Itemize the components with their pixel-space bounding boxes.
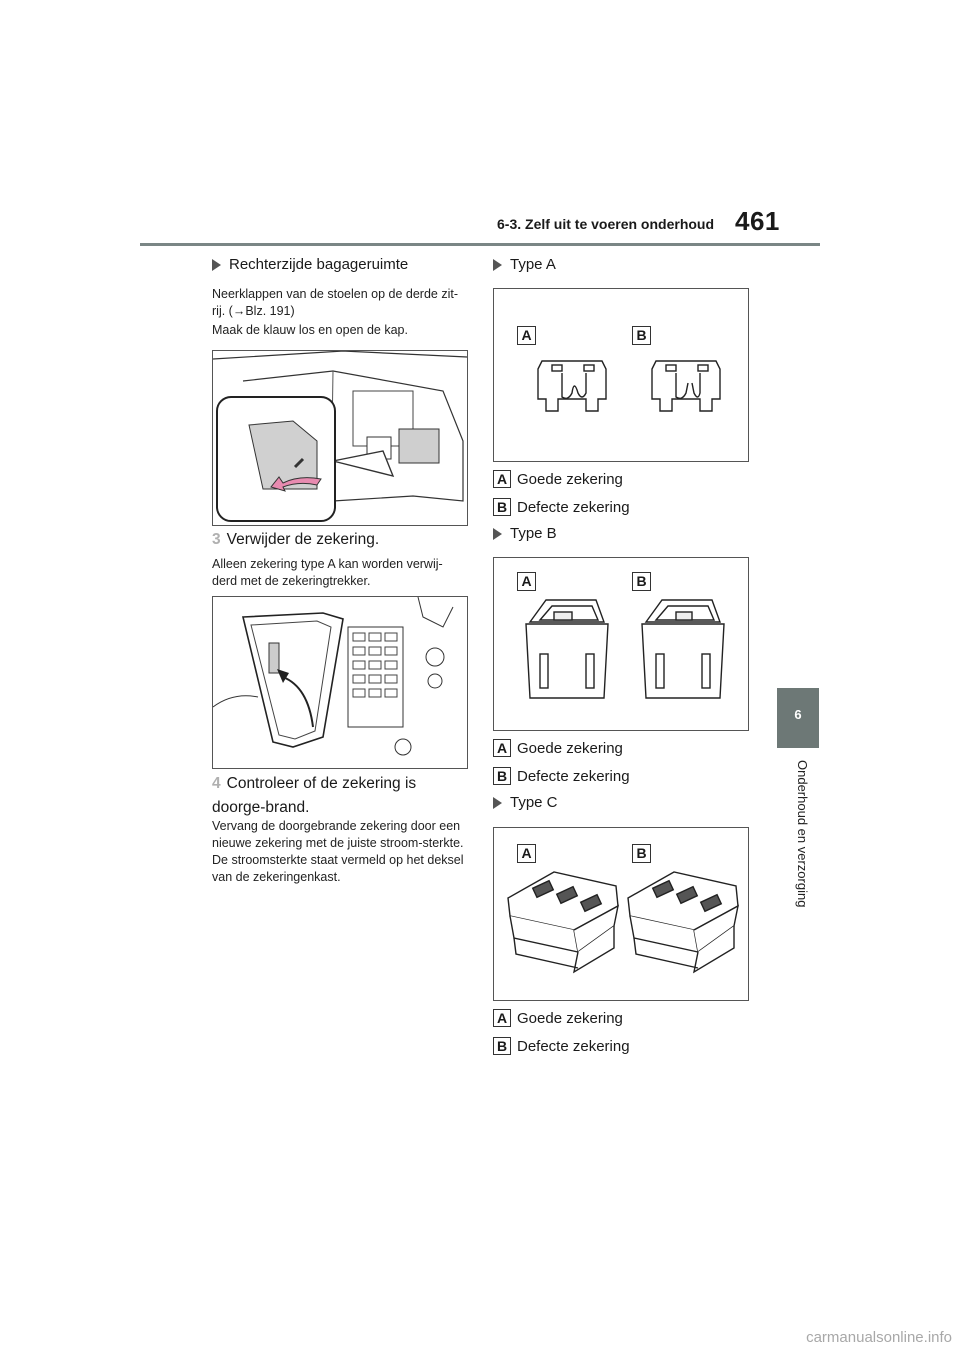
legend-label-a: A [493,739,511,757]
type-b-heading: Type B [493,525,557,542]
figure-label-b: B [632,844,651,863]
legend-defect: B Defecte zekering [493,498,630,516]
luggage-compartment-figure [212,350,468,526]
legend-defect: B Defecte zekering [493,767,630,785]
step-note: Alleen zekering type A kan worden verwij… [212,557,443,588]
paragraph: Maak de klauw los en open de kap. [212,323,408,337]
bullet-heading-text: Rechterzijde bagageruimte [229,256,409,273]
legend-good: A Goede zekering [493,470,623,488]
type-title: Type B [510,525,557,542]
figure-label-b: B [632,572,651,591]
figure-label-b: B [632,326,651,345]
legend-label-a: A [493,1009,511,1027]
fuse-box-figure [212,596,468,769]
chapter-tab: 6 [777,688,819,748]
step-text: Verwijder de zekering. [226,531,380,548]
step-number: 3 [212,531,221,548]
step-text: Controleer of de zekering is doorge-bran… [212,775,417,816]
bullet-triangle-icon [212,258,221,271]
header-rule [140,243,820,246]
bullet-triangle-icon [493,527,502,540]
legend-label-b: B [493,767,511,785]
legend-label-b: B [493,1037,511,1055]
legend-good: A Goede zekering [493,739,623,757]
type-title: Type C [510,794,558,811]
paragraph: Neerklappen van de stoelen op de derde z… [212,287,458,318]
step-3: 3 Verwijder de zekering. [212,528,379,552]
type-title: Type A [510,256,556,273]
legend-text: Defecte zekering [517,498,630,516]
chapter-title: Onderhoud en verzorging [795,760,810,908]
bullet-heading: Rechterzijde bagageruimte [212,256,408,273]
legend-text: Goede zekering [517,470,623,488]
step-note: Vervang de doorgebrande zekering door ee… [212,819,464,884]
type-a-figure: A B [493,288,749,462]
step-number: 4 [212,775,221,792]
figure-label-a: A [517,326,536,345]
type-c-heading: Type C [493,794,558,811]
page-number: 461 [735,206,780,236]
legend-text: Defecte zekering [517,1037,630,1055]
type-a-heading: Type A [493,256,556,273]
section-title: 6-3. Zelf uit te voeren onderhoud [497,216,715,232]
type-b-figure: A B [493,557,749,731]
bullet-triangle-icon [493,796,502,809]
legend-text: Defecte zekering [517,767,630,785]
legend-label-b: B [493,498,511,516]
figure-label-a: A [517,572,536,591]
legend-good: A Goede zekering [493,1009,623,1027]
legend-text: Goede zekering [517,1009,623,1027]
type-c-figure: A B [493,827,749,1001]
legend-defect: B Defecte zekering [493,1037,630,1055]
legend-label-a: A [493,470,511,488]
watermark: carmanualsonline.info [806,1329,952,1346]
legend-text: Goede zekering [517,739,623,757]
bullet-triangle-icon [493,258,502,271]
figure-label-a: A [517,844,536,863]
